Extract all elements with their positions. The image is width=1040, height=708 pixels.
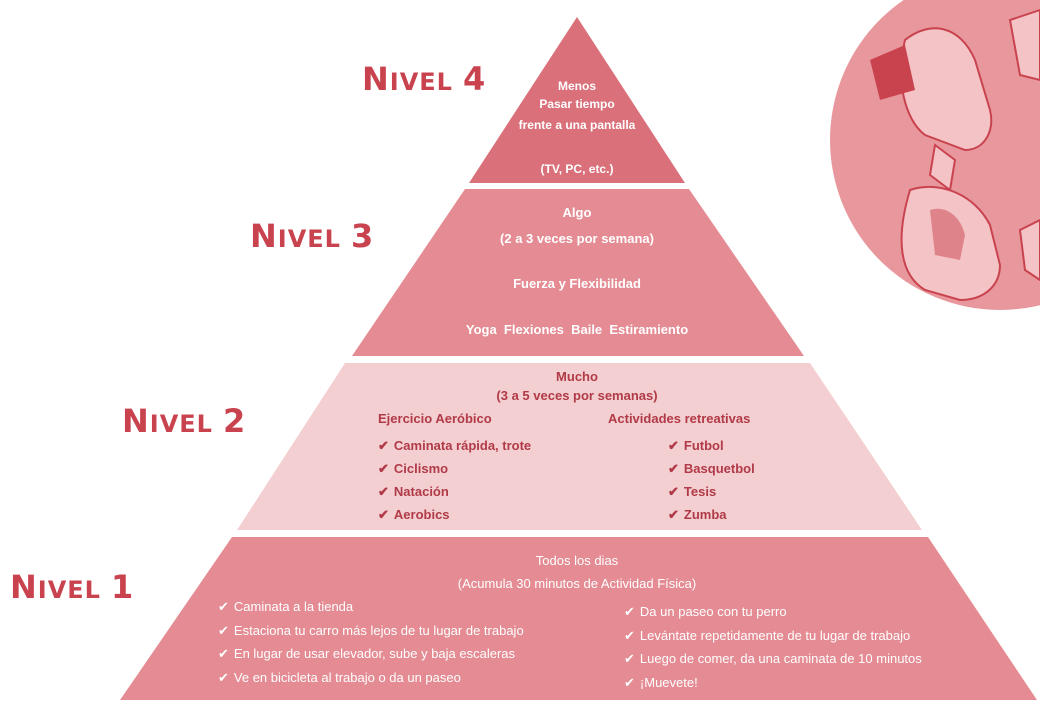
level-2-number: 2 [222,402,247,440]
list-item: ✔Ve en bicicleta al trabajo o da un pase… [218,666,524,690]
level-4-number: 4 [462,60,487,98]
list-item-label: Zumba [683,507,727,522]
level-4-band [469,17,685,183]
list-item-label: ¡Muevete! [639,674,698,690]
list-item-label: En lugar de usar elevador, sube y baja e… [233,646,516,661]
check-icon: ✔ [668,438,679,453]
level-3-line-4: Yoga Flexiones Baile Estiramiento [465,322,689,337]
level-1-subheading: (Acumula 30 minutos de Actividad Física) [457,576,697,591]
level-2-band [237,363,922,530]
level-1-label-initial: N [10,568,38,606]
level-2-label-rest: IVEL [149,410,213,438]
level-4-line-1: Menos [557,79,596,93]
list-item: ✔Levántate repetidamente de tu lugar de … [624,624,922,648]
list-item: ✔ Tesis [668,480,755,503]
level-1-number: 1 [110,568,135,606]
list-item: ✔ Luego de comer, da una caminata de 10 m… [624,647,922,671]
list-item-label: Caminata a la tienda [233,599,354,614]
check-icon: ✔ [218,622,229,638]
check-icon: ✔ [668,484,679,499]
level-3-line-1: Algo [562,205,592,220]
level-4-line-3: frente a una pantalla [518,118,636,132]
list-item-label: Ciclismo [393,461,449,476]
level-4-line-4: (TV, PC, etc.) [540,162,614,176]
level-2-subheading: (3 a 5 veces por semanas) [496,388,658,403]
check-icon: ✔ [378,438,389,453]
list-item-label: Futbol [683,438,724,453]
level-4-label: NIVEL 4 [362,60,486,98]
level-1-right-list: ✔Da un paseo con tu perro✔Levántate repe… [624,600,922,694]
list-item: ✔¡Muevete! [624,671,922,695]
level-4-label-initial: N [362,60,390,98]
list-item-label: Aerobics [393,507,450,522]
level-3-number: 3 [350,217,375,255]
list-item-label: Tesis [683,484,717,499]
level-3-label: NIVEL 3 [250,217,374,255]
list-item: ✔ En lugar de usar elevador, sube y baja … [218,642,524,666]
check-icon: ✔ [378,461,389,476]
check-icon: ✔ [624,604,635,619]
check-icon: ✔ [668,461,679,476]
list-item: ✔Estaciona tu carro más lejos de tu luga… [218,619,524,643]
list-item-label: Ve en bicicleta al trabajo o da un paseo [233,669,461,685]
level-1-label: NIVEL 1 [10,568,134,606]
level-3-line-3: Fuerza y Flexibilidad [513,276,641,291]
check-icon: ✔ [624,674,635,690]
level-2-label-initial: N [122,402,150,440]
list-item-label: Da un paseo con tu perro [639,604,787,619]
level-1-left-list: ✔Caminata a la tienda✔Estaciona tu carro… [218,595,524,689]
check-icon: ✔ [668,507,679,522]
check-icon: ✔ [624,651,635,666]
level-3-line-2: (2 a 3 veces por semana) [500,231,654,246]
level-1-heading: Todos los dias [535,553,619,568]
list-item: ✔ Aerobics [378,503,531,526]
check-icon: ✔ [378,484,389,499]
check-icon: ✔ [218,669,229,685]
list-item: ✔ Caminata rápida, trote [378,434,531,457]
list-item-label: Caminata rápida, trote [393,438,532,453]
check-icon: ✔ [378,507,389,522]
level-2-label: NIVEL 2 [122,402,246,440]
level-2-left-title: Ejercicio Aeróbico [378,411,492,426]
level-4-line-2: Pasar tiempo [539,97,615,111]
list-item: ✔ Natación [378,480,531,503]
list-item-label: Natación [393,484,449,499]
list-item-label: Basquetbol [683,461,755,476]
level-1-band [120,537,1037,700]
list-item-label: Luego de comer, da una caminata de 10 mi… [639,651,922,666]
runners-illustration [830,0,1040,310]
list-item: ✔ Basquetbol [668,457,755,480]
list-item: ✔ Caminata a la tienda [218,595,524,619]
check-icon: ✔ [218,599,229,614]
level-2-right-list: ✔ Futbol ✔ Basquetbol ✔ Tesis ✔ Zumba [668,434,755,526]
level-3-band [352,189,804,356]
list-item-label: Levántate repetidamente de tu lugar de t… [639,627,911,643]
level-3-label-initial: N [250,217,278,255]
list-item: ✔ Da un paseo con tu perro [624,600,922,624]
level-2-left-list: ✔ Caminata rápida, trote ✔ Ciclismo ✔ Natació… [378,434,531,526]
level-2-right-title: Actividades retreativas [608,411,751,426]
level-1-label-rest: IVEL [37,576,101,604]
level-3-label-rest: IVEL [277,225,341,253]
check-icon: ✔ [218,646,229,661]
list-item: ✔ Zumba [668,503,755,526]
level-2-heading: Mucho [556,369,598,384]
list-item-label: Estaciona tu carro más lejos de tu lugar… [233,622,524,638]
check-icon: ✔ [624,627,635,643]
list-item: ✔ Futbol [668,434,755,457]
list-item: ✔ Ciclismo [378,457,531,480]
level-4-label-rest: IVEL [389,68,453,96]
